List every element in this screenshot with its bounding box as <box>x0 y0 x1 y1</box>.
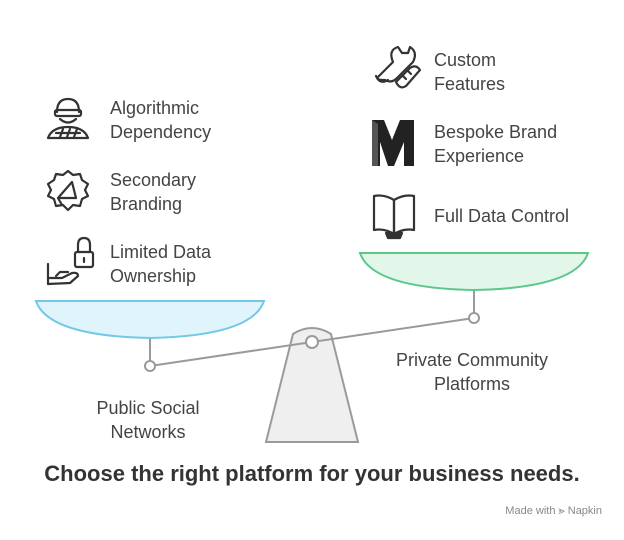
tools-icon <box>374 45 422 89</box>
left-platform-line1: Public Social <box>96 398 200 418</box>
left-item-limited-data-ownership: Limited Data Ownership <box>110 240 211 288</box>
diagram-title: Choose the right platform for your busin… <box>44 461 580 486</box>
lock-icon <box>46 236 95 286</box>
right-item-line1: Bespoke Brand <box>434 122 558 142</box>
right-item-bespoke-brand-experience: Bespoke Brand Experience <box>434 120 557 168</box>
left-item-secondary-branding: Secondary Branding <box>110 168 196 216</box>
right-joint <box>468 312 480 324</box>
right-item-custom-features: Custom Features <box>434 48 505 96</box>
left-item-line2: Dependency <box>110 122 212 142</box>
brand-m-icon <box>372 120 414 166</box>
left-item-line1: Secondary <box>110 170 197 190</box>
right-item-line2: Features <box>434 74 506 94</box>
hacker-icon <box>46 97 90 140</box>
fulcrum <box>264 327 360 443</box>
napkin-credit: Made with ⪢ Napkin <box>505 505 602 517</box>
megaphone-icon <box>46 169 90 212</box>
right-item-full-data-control: Full Data Control <box>434 204 569 228</box>
left-joint <box>144 360 156 372</box>
left-item-line2: Ownership <box>110 266 197 286</box>
right-item-line1: Custom <box>434 50 497 70</box>
left-platform-line2: Networks <box>110 422 186 442</box>
right-platform-label: Private Community Platforms <box>378 348 566 396</box>
right-item-line1: Full Data Control <box>434 206 570 226</box>
right-platform-line2: Platforms <box>433 374 511 394</box>
book-icon <box>372 194 416 240</box>
left-item-algorithmic-dependency: Algorithmic Dependency <box>110 96 211 144</box>
pivot-joint <box>305 335 319 349</box>
left-pan <box>34 300 266 340</box>
left-item-line1: Limited Data <box>110 242 212 262</box>
left-platform-label: Public Social Networks <box>80 396 216 444</box>
right-item-line2: Experience <box>434 146 525 166</box>
right-platform-line1: Private Community <box>395 350 549 370</box>
right-pan <box>358 252 590 292</box>
left-item-line2: Branding <box>110 194 183 214</box>
left-item-line1: Algorithmic <box>110 98 200 118</box>
